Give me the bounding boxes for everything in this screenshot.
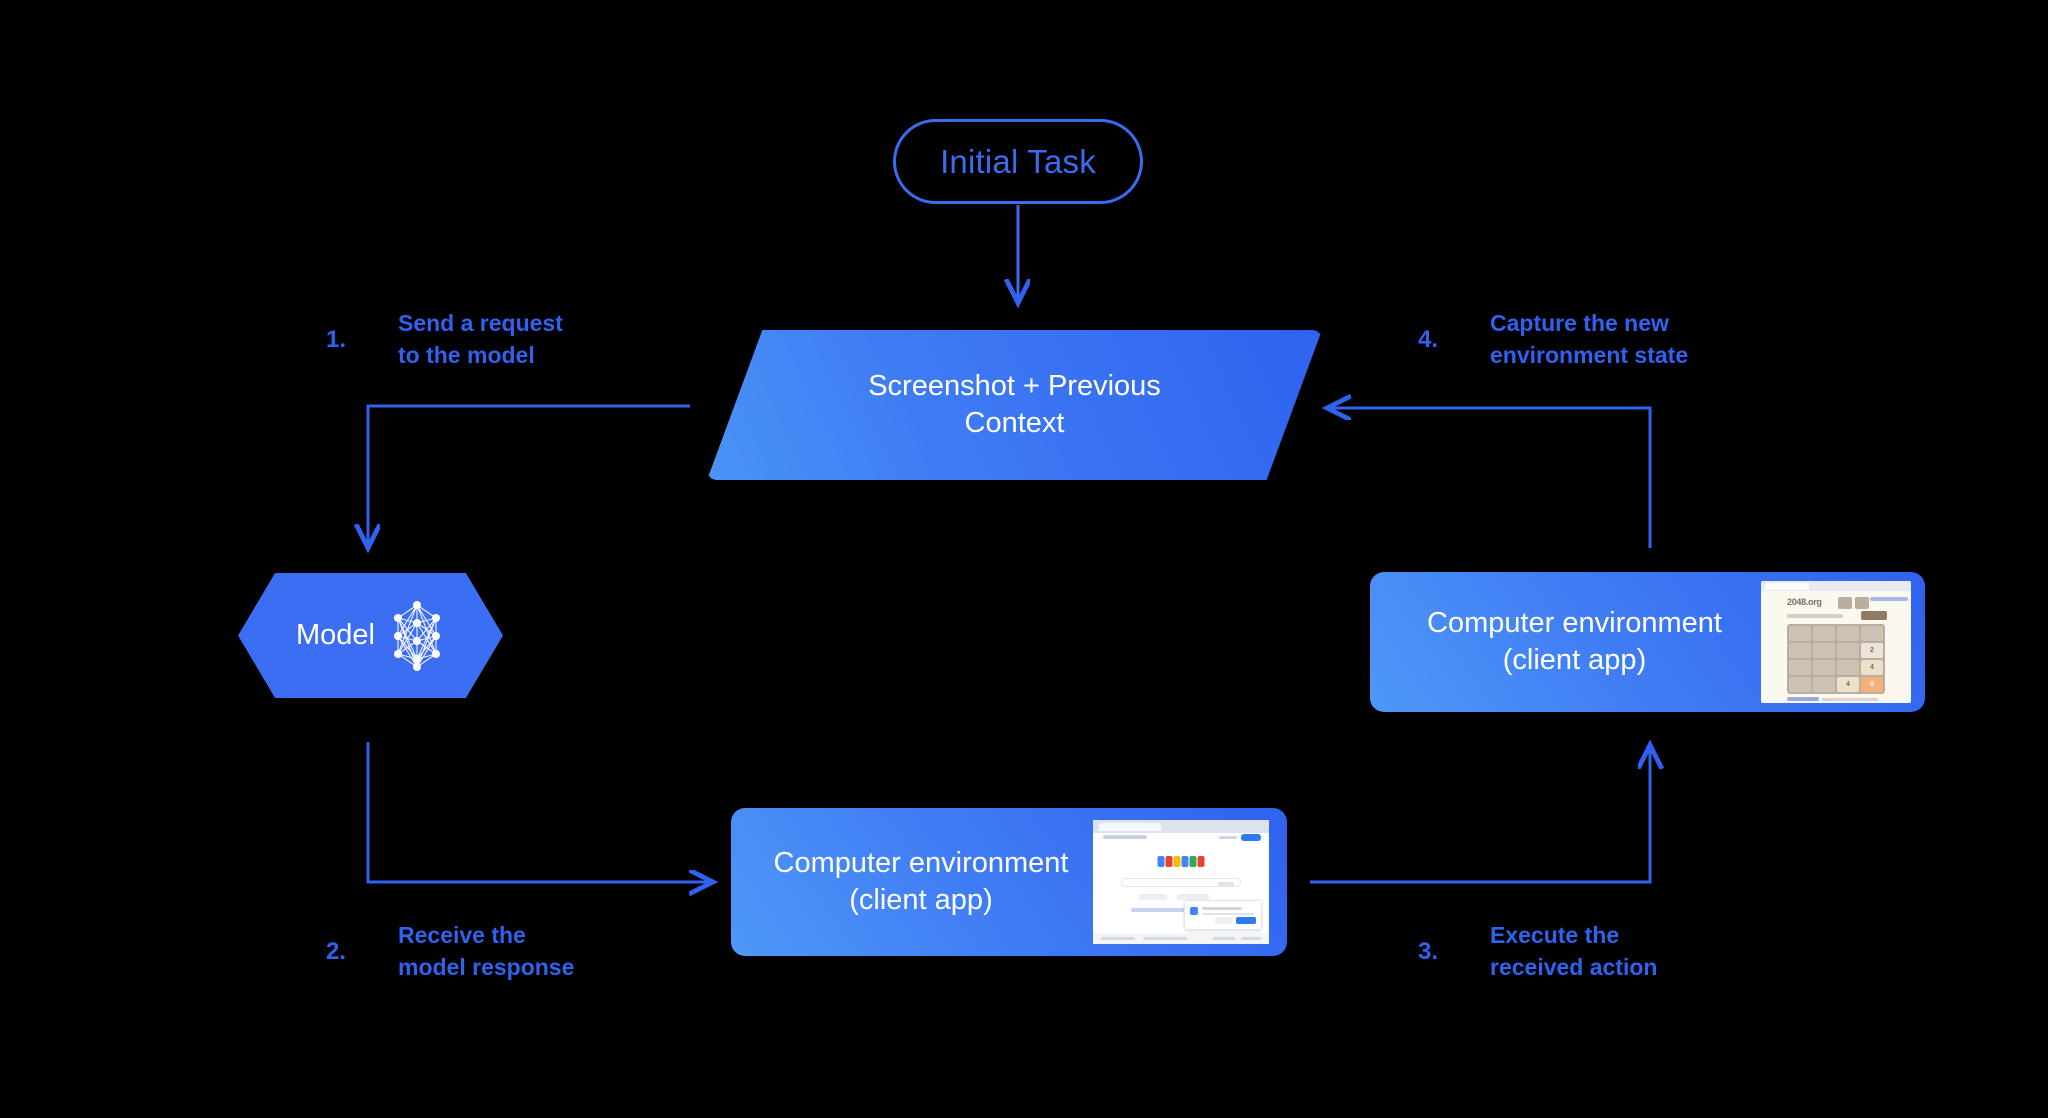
step-3-line-1: Execute the bbox=[1490, 922, 1620, 948]
dialog-icon bbox=[1190, 907, 1198, 915]
tile-cell bbox=[1813, 677, 1835, 692]
model-node: Model bbox=[238, 573, 503, 698]
game-board[interactable]: 2 4 4 8 bbox=[1787, 624, 1885, 694]
tile-cell bbox=[1789, 643, 1811, 658]
game-title: 2048.org bbox=[1787, 597, 1822, 607]
sign-in-button bbox=[1241, 834, 1261, 841]
tile-cell bbox=[1837, 626, 1859, 641]
tile-cell: 4 bbox=[1837, 677, 1859, 692]
google-logo-icon bbox=[1157, 856, 1205, 867]
popup-dialog bbox=[1184, 900, 1262, 930]
initial-task-node: Initial Task bbox=[893, 119, 1143, 204]
env-bottom-line-2: (client app) bbox=[849, 884, 993, 916]
step-4-line-2: environment state bbox=[1490, 341, 1689, 368]
score-boxes bbox=[1838, 597, 1869, 609]
search-button bbox=[1139, 894, 1167, 900]
tile-cell bbox=[1789, 677, 1811, 692]
env-bottom-line-1: Computer environment bbox=[773, 846, 1069, 879]
tile-cell bbox=[1837, 643, 1859, 658]
wire-step-1 bbox=[368, 404, 690, 545]
browser-titlebar bbox=[1761, 581, 1911, 591]
wire-step-3 bbox=[1310, 748, 1650, 884]
tile-cell bbox=[1861, 626, 1883, 641]
2048-game-thumbnail: 2048.org 2 4 4 8 bbox=[1761, 581, 1911, 703]
dialog-body bbox=[1202, 913, 1254, 915]
context-node: Screenshot + Previous Context bbox=[707, 330, 1322, 480]
tile-cell bbox=[1789, 660, 1811, 675]
header-links bbox=[1870, 597, 1908, 601]
env-right-line-1: Computer environment bbox=[1427, 606, 1722, 639]
model-label: Model bbox=[296, 619, 375, 651]
new-game-button[interactable] bbox=[1861, 611, 1887, 620]
tile-cell: 2 bbox=[1861, 643, 1883, 658]
env-right-label: Computer environment (client app) bbox=[1370, 605, 1761, 679]
step-1-line-1: Send a request bbox=[398, 310, 563, 336]
context-node-text: Screenshot + Previous Context bbox=[707, 330, 1322, 480]
tile-cell bbox=[1789, 626, 1811, 641]
step-1-number: 1. bbox=[326, 326, 347, 353]
browser-tab bbox=[1765, 583, 1809, 590]
initial-task-label: Initial Task bbox=[940, 142, 1096, 180]
google-search-thumbnail bbox=[1093, 820, 1269, 944]
computer-environment-bottom-node: Computer environment (client app) bbox=[731, 808, 1287, 956]
context-line-2: Context bbox=[964, 407, 1065, 439]
step-3-text: Execute the received action bbox=[1490, 920, 1657, 983]
env-bottom-label: Computer environment (client app) bbox=[731, 845, 1093, 919]
tile-cell bbox=[1813, 643, 1835, 658]
dialog-secondary-button bbox=[1215, 917, 1233, 924]
lucky-button bbox=[1177, 894, 1209, 900]
computer-environment-right-node: Computer environment (client app) 2048.o… bbox=[1370, 572, 1925, 712]
wire-step-4 bbox=[1330, 408, 1652, 548]
search-input bbox=[1121, 878, 1241, 887]
tile-cell bbox=[1813, 626, 1835, 641]
page-footer bbox=[1093, 933, 1269, 944]
game-footer bbox=[1787, 697, 1878, 701]
dialog-primary-button bbox=[1236, 917, 1256, 924]
tile-cell bbox=[1837, 660, 1859, 675]
step-4-number: 4. bbox=[1418, 326, 1439, 353]
model-node-content: Model bbox=[238, 573, 503, 698]
neural-network-icon bbox=[394, 600, 440, 671]
step-1-text: Send a request to the model bbox=[398, 308, 563, 371]
address-bar bbox=[1103, 835, 1147, 839]
browser-tab bbox=[1099, 822, 1161, 831]
step-3-number: 3. bbox=[1418, 938, 1439, 965]
dialog-title bbox=[1202, 907, 1242, 910]
tile-cell: 8 bbox=[1861, 677, 1883, 692]
step-2-line-1: Receive the bbox=[398, 922, 526, 948]
toolbar-icons bbox=[1219, 836, 1237, 839]
wire-step-2 bbox=[366, 742, 710, 882]
context-line-1: Screenshot + Previous bbox=[868, 369, 1161, 402]
env-right-line-2: (client app) bbox=[1502, 644, 1647, 676]
context-node-shape bbox=[707, 330, 1322, 480]
step-4-text: Capture the new environment state bbox=[1490, 308, 1688, 371]
language-links bbox=[1131, 908, 1223, 912]
step-2-text: Receive the model response bbox=[398, 920, 574, 983]
tile-cell: 4 bbox=[1861, 660, 1883, 675]
model-node-shape bbox=[238, 573, 503, 698]
step-2-line-2: model response bbox=[398, 953, 575, 980]
tile-cell bbox=[1813, 660, 1835, 675]
step-1-line-2: to the model bbox=[398, 341, 535, 368]
step-4-line-1: Capture the new bbox=[1490, 310, 1669, 336]
step-3-line-2: received action bbox=[1490, 953, 1658, 980]
game-subtitle bbox=[1787, 614, 1843, 618]
step-2-number: 2. bbox=[326, 938, 347, 965]
